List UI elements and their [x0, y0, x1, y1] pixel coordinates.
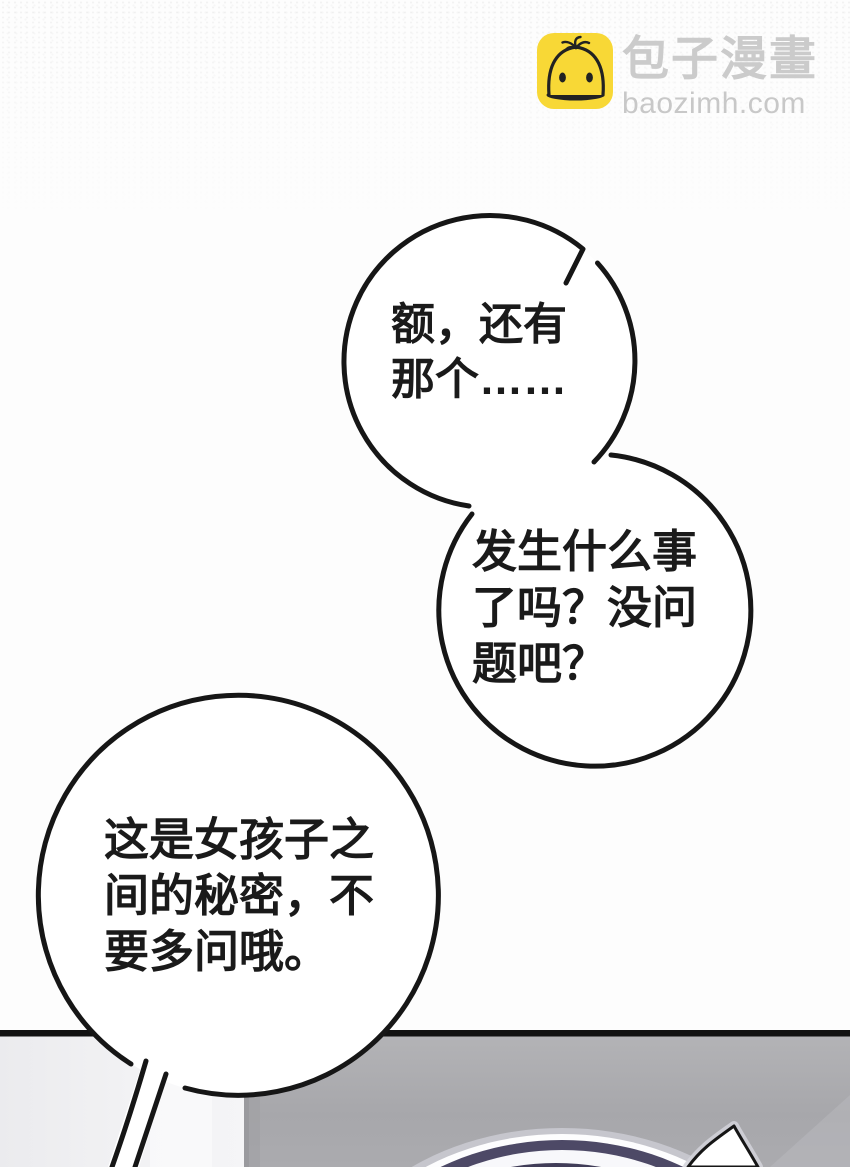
character-head — [411, 1121, 763, 1167]
speech-line: 题吧？ — [472, 638, 608, 689]
bun-eye-right — [586, 72, 593, 83]
wall-corner-shadow — [249, 1036, 260, 1167]
site-watermark: 包子漫畫 baozimh.com — [537, 33, 818, 120]
speech-bubble-1-text: 额，还有 那个…… — [391, 297, 567, 407]
panel-top-border — [0, 1030, 850, 1037]
hair-outer-rim — [425, 1134, 699, 1167]
speech-line: 这是女孩子之 — [104, 814, 375, 865]
speech-bubble-2-text: 发生什么事 了吗？没问 题吧？ — [472, 524, 697, 692]
speech-bubble-1-outline-right — [591, 260, 638, 465]
speech-bubble-3-tail-fill — [108, 1058, 168, 1167]
hair-spike-glow — [683, 1121, 763, 1167]
baozi-bun-icon — [537, 33, 613, 109]
speech-line: 间的秘密，不 — [104, 870, 375, 921]
wall-left — [0, 1036, 246, 1167]
hair-halo — [411, 1128, 713, 1167]
speech-bubble-3-tail-left — [109, 1058, 149, 1167]
bun-swirl — [561, 35, 591, 52]
speech-line: 要多问哦。 — [104, 926, 330, 977]
speech-line: 发生什么事 — [472, 526, 698, 577]
hair-inner-dark — [511, 1163, 601, 1167]
speech-line: 那个…… — [391, 355, 567, 404]
wall-right — [246, 1036, 850, 1167]
paper-noise-texture — [0, 0, 850, 220]
hair-dark-band — [440, 1140, 684, 1167]
speech-line: 额，还有 — [391, 300, 567, 349]
speech-bubble-3-tail-right — [132, 1071, 169, 1167]
site-name: 包子漫畫 — [622, 32, 818, 85]
wall-divider — [244, 1036, 249, 1167]
speech-line: 了吗？没问 — [472, 582, 698, 633]
hair-highlight-band — [468, 1150, 656, 1167]
watermark-text: 包子漫畫 baozimh.com — [622, 33, 818, 120]
bottom-panel — [0, 1030, 850, 1167]
hair-spike — [686, 1124, 760, 1167]
wall-light-streak — [770, 1095, 850, 1167]
wall-left-highlight — [150, 1036, 212, 1167]
site-url: baozimh.com — [622, 87, 806, 120]
bun-eye-left — [559, 72, 566, 83]
speech-bubble-3-text: 这是女孩子之 间的秘密，不 要多问哦。 — [104, 812, 374, 980]
